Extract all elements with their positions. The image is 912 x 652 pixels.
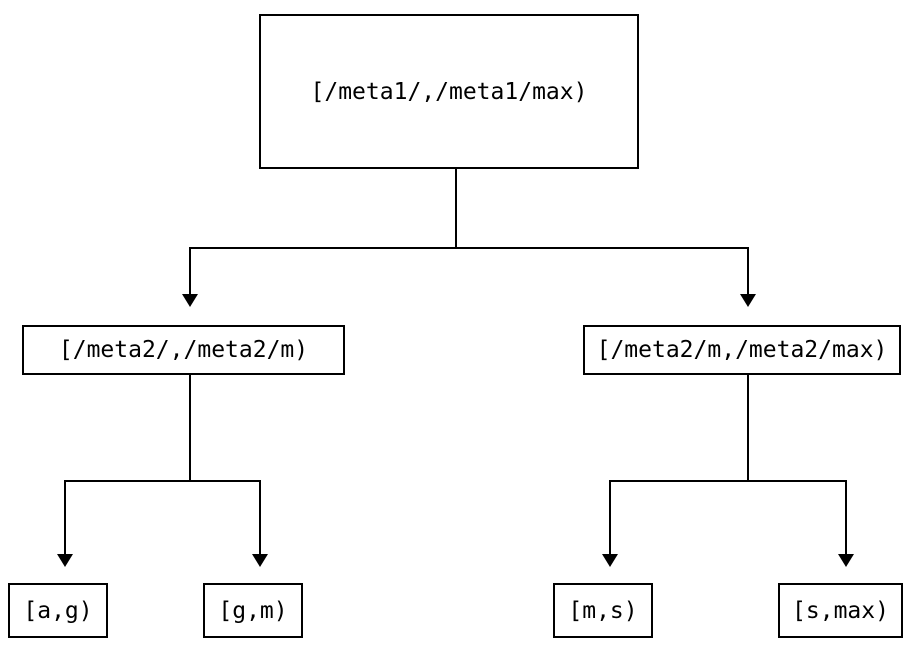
arrow-down-icon bbox=[252, 554, 268, 567]
arrow-down-icon bbox=[182, 294, 198, 307]
node-label: [/meta1/,/meta1/max) bbox=[310, 78, 588, 105]
tree-node-range-ag: [a,g) bbox=[8, 583, 108, 638]
connector-left-subtree-bar bbox=[64, 480, 261, 482]
node-label: [s,max) bbox=[792, 597, 889, 624]
node-label: [m,s) bbox=[568, 597, 638, 624]
tree-node-meta1-range: [/meta1/,/meta1/max) bbox=[259, 14, 639, 169]
arrow-down-icon bbox=[740, 294, 756, 307]
node-label: [a,g) bbox=[23, 597, 93, 624]
tree-node-range-smax: [s,max) bbox=[778, 583, 903, 638]
node-label: [/meta2/,/meta2/m) bbox=[58, 337, 309, 363]
connector-right-subtree-bar bbox=[609, 480, 847, 482]
connector-drop-ag bbox=[64, 480, 66, 554]
connector-drop-left bbox=[189, 247, 191, 294]
tree-node-range-gm: [g,m) bbox=[203, 583, 303, 638]
arrow-down-icon bbox=[838, 554, 854, 567]
arrow-down-icon bbox=[57, 554, 73, 567]
node-label: [g,m) bbox=[218, 597, 288, 624]
connector-meta2-right-stem bbox=[747, 375, 749, 480]
node-label: [/meta2/m,/meta2/max) bbox=[596, 337, 888, 363]
connector-root-stem bbox=[455, 169, 457, 247]
connector-drop-ms bbox=[609, 480, 611, 554]
arrow-down-icon bbox=[602, 554, 618, 567]
tree-node-meta2-right-range: [/meta2/m,/meta2/max) bbox=[583, 325, 901, 375]
connector-level1-bar bbox=[189, 247, 749, 249]
tree-node-meta2-left-range: [/meta2/,/meta2/m) bbox=[22, 325, 345, 375]
connector-drop-right bbox=[747, 247, 749, 294]
connector-meta2-left-stem bbox=[189, 375, 191, 480]
connector-drop-gm bbox=[259, 480, 261, 554]
tree-node-range-ms: [m,s) bbox=[553, 583, 653, 638]
connector-drop-smax bbox=[845, 480, 847, 554]
